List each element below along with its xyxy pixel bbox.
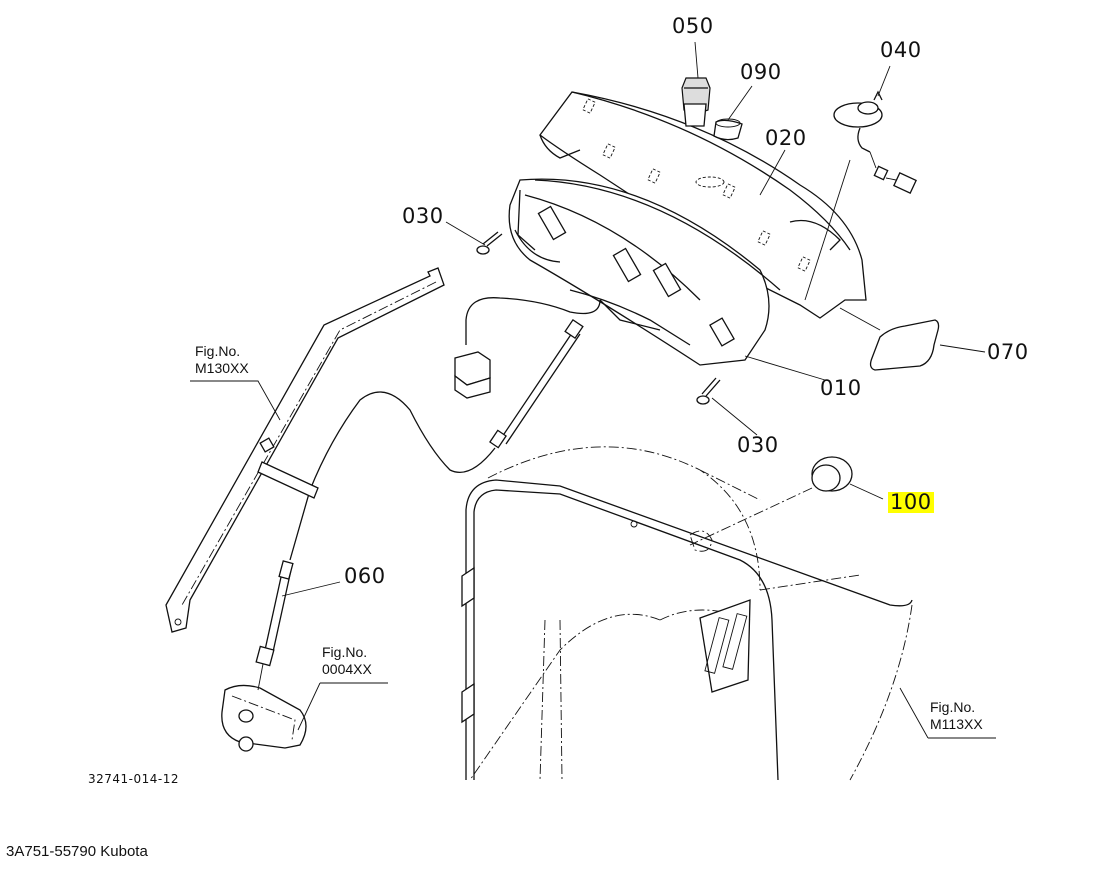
figure-ref-number: M130XX: [195, 360, 249, 376]
callout-070[interactable]: 070: [987, 340, 1029, 364]
key-switch-040[interactable]: [833, 90, 917, 195]
callout-060[interactable]: 060: [344, 564, 386, 588]
tachometer-cable-060[interactable]: [255, 560, 294, 691]
cable-upper: [289, 318, 584, 561]
leader-lines: [190, 41, 996, 739]
callout-030-lower[interactable]: 030: [737, 433, 779, 457]
plug-090[interactable]: [713, 118, 743, 141]
screw-030-upper[interactable]: [476, 231, 503, 255]
grommet-plug-100[interactable]: [811, 456, 853, 492]
callout-030-upper[interactable]: 030: [402, 204, 444, 228]
mount-0004: [221, 684, 307, 752]
callout-090[interactable]: 090: [740, 60, 782, 84]
figure-ref-prefix: Fig.No.: [195, 343, 241, 359]
bracket-m130: [165, 267, 445, 633]
callout-100-highlighted[interactable]: 100: [888, 490, 934, 514]
figure-ref-number: 0004XX: [322, 661, 372, 677]
figure-ref-number: M113XX: [930, 716, 983, 732]
drawing-code: 32741-014-12: [88, 772, 180, 786]
figure-ref-prefix: Fig.No.: [322, 644, 368, 660]
figure-ref-0004[interactable]: Fig.No. 0004XX: [322, 644, 372, 678]
figure-ref-prefix: Fig.No.: [930, 699, 976, 715]
lens-cover-070[interactable]: [869, 319, 940, 371]
callout-010[interactable]: 010: [820, 376, 862, 400]
part-caption: 3A751-55790 Kubota: [6, 843, 148, 860]
cab-frame-m113: [461, 446, 913, 781]
figure-ref-m113[interactable]: Fig.No. M113XX: [930, 699, 983, 733]
figure-ref-m130[interactable]: Fig.No. M130XX: [195, 343, 249, 377]
harness-connector: [454, 297, 601, 399]
switch-050[interactable]: [681, 77, 711, 127]
instrument-panel-010[interactable]: [508, 178, 781, 366]
callout-040[interactable]: 040: [880, 38, 922, 62]
screw-030-lower[interactable]: [696, 377, 721, 405]
panel-cover-020[interactable]: [539, 91, 867, 319]
callout-050[interactable]: 050: [672, 14, 714, 38]
callout-020[interactable]: 020: [765, 126, 807, 150]
